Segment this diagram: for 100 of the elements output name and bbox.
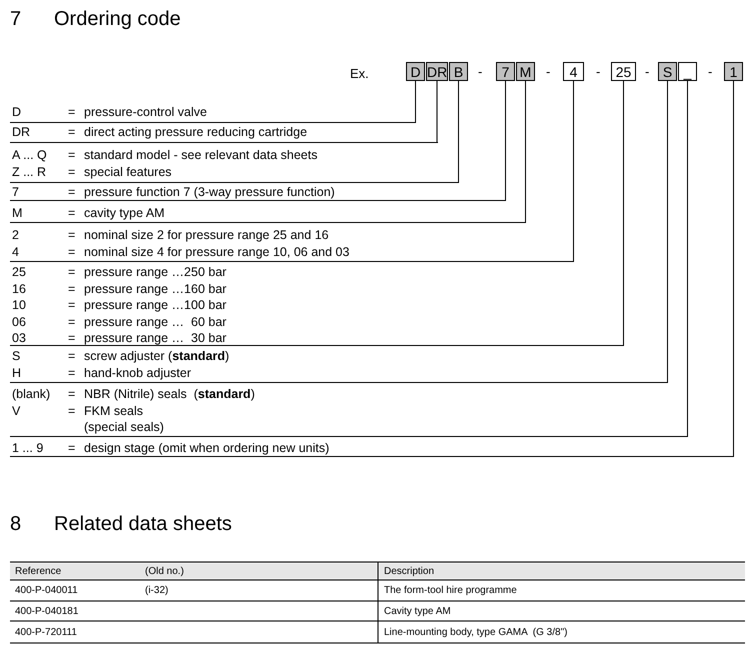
code-box: S [658,62,677,81]
code-key: 7 [12,184,19,200]
table-cell: 400-P-040181 [15,605,78,619]
code-description: (special seals) [84,419,164,436]
section-number: 7 [10,8,22,31]
equals-sign: = [68,386,76,402]
code-box: 4 [563,62,584,81]
code-box: M [516,62,535,81]
code-key: 03 [12,330,26,346]
section-title: Ordering code [54,8,181,31]
equals-sign: = [68,364,76,381]
code-key: 06 [12,314,26,330]
leader-line [623,80,624,346]
code-description: cavity type AM [84,205,165,222]
code-box: _ [678,62,697,81]
code-key: (blank) [12,386,50,402]
leader-line [505,80,506,201]
code-description: pressure range … 60 bar [84,314,226,330]
leader-line [415,80,416,123]
section-number: 8 [10,513,22,536]
code-entry [10,205,526,223]
leader-line [667,80,668,383]
code-description: design stage (omit when ordering new units) [84,440,330,456]
separator-dash: - [546,64,550,79]
code-key: M [12,205,22,222]
code-key: 16 [12,280,26,297]
code-description: screw adjuster (standard) [84,348,230,364]
code-description: direct acting pressure reducing cartridge [84,124,308,140]
equals-sign: = [68,227,76,244]
code-key: Z ... R [12,164,46,180]
code-description: special features [84,164,172,180]
column-header: Reference [15,565,62,579]
code-description: nominal size 4 for pressure range 10, 06 and 03 [84,244,350,260]
code-key: D [12,104,22,120]
code-key: H [12,364,22,381]
code-entry [10,440,734,457]
code-description: hand-knob adjuster [84,364,192,381]
code-entry [10,104,416,123]
code-key: 1 ... 9 [12,440,44,456]
code-entry [10,124,438,143]
separator-dash: - [645,64,650,79]
code-box: 25 [611,62,636,81]
code-description: pressure function 7 (3-way pressure function) [84,184,335,200]
equals-sign: = [68,297,76,314]
code-box: D [406,62,425,81]
code-description: pressure range …250 bar [84,264,226,280]
code-description: pressure range …160 bar [84,280,226,297]
code-entry [10,184,506,201]
code-entry [10,348,668,383]
section-title: Related data sheets [54,513,232,536]
code-key: A ... Q [12,147,47,164]
leader-line [687,80,688,437]
leader-line [525,80,526,223]
code-description: pressure range …100 bar [84,297,226,314]
code-description: NBR (Nitrile) seals (standard) [84,386,255,402]
table-cell: Cavity type AM [384,605,451,619]
code-key: S [12,348,20,364]
equals-sign: = [68,314,76,330]
code-description: pressure range … 30 bar [84,330,226,346]
equals-sign: = [68,440,76,456]
code-key: V [12,402,20,419]
equals-sign: = [68,330,76,346]
code-key: 4 [12,244,19,260]
equals-sign: = [68,264,76,280]
code-box: DR [426,62,448,81]
equals-sign: = [68,244,76,260]
leader-line [733,80,734,457]
code-description: pressure-control valve [84,104,207,120]
table-cell: (i-32) [145,584,168,598]
example-label: Ex. [350,66,369,81]
code-box: 7 [496,62,515,81]
equals-sign: = [68,124,76,140]
code-entry [10,386,688,437]
code-box: B [449,62,468,81]
equals-sign: = [68,280,76,297]
equals-sign: = [68,147,76,164]
column-header: Description [384,565,434,579]
code-description: nominal size 2 for pressure range 25 and 16 [84,227,329,244]
code-description: FKM seals [84,402,144,419]
code-key: DR [12,124,30,140]
equals-sign: = [68,205,76,222]
code-description: standard model - see relevant data sheets [84,147,318,164]
leader-line [458,80,459,183]
equals-sign: = [68,184,76,200]
code-entry [10,264,624,346]
code-entry [10,147,459,183]
code-box: 1 [724,62,743,81]
table-cell: 400-P-720111 [15,626,77,640]
separator-dash: - [478,64,482,79]
equals-sign: = [68,104,76,120]
table-cell: The form-tool hire programme [384,584,517,598]
code-entry [10,227,574,262]
leader-line [573,80,574,262]
column-header: (Old no.) [145,565,184,579]
table-cell: 400-P-040011 [15,584,78,598]
code-key: 2 [12,227,19,244]
separator-dash: - [708,64,712,79]
equals-sign: = [68,348,76,364]
equals-sign: = [68,164,76,180]
table-cell: Line-mounting body, type GAMA (G 3/8") [384,626,568,640]
